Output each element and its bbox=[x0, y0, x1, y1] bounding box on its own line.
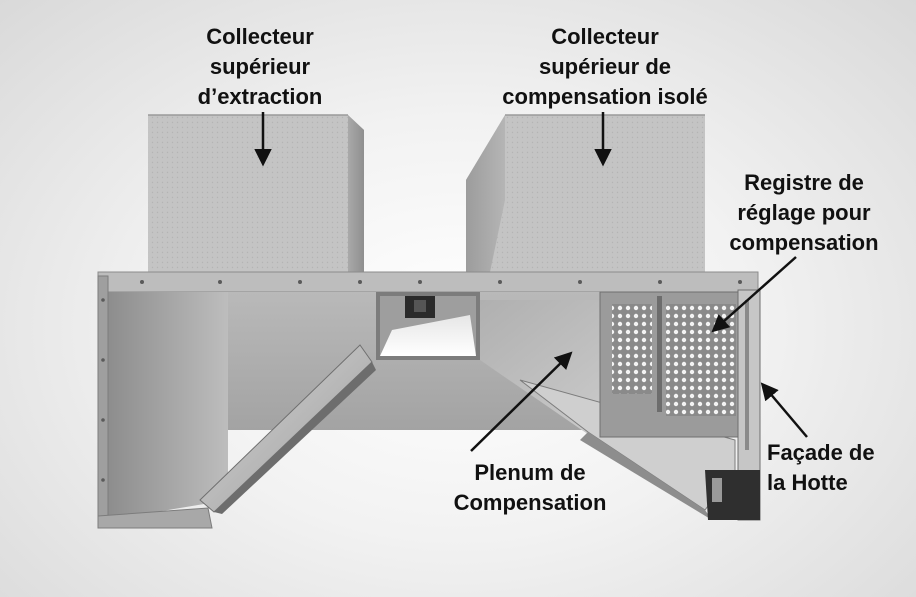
label-line: Collecteur bbox=[206, 24, 314, 49]
label-line: réglage pour bbox=[737, 200, 871, 225]
label-line: Collecteur bbox=[551, 24, 659, 49]
label-line: d’extraction bbox=[197, 84, 323, 109]
label-line: Plenum de bbox=[474, 460, 586, 485]
label-compensation-plenum: Plenum de Compensation bbox=[430, 458, 630, 518]
label-hood-facade: Façade de la Hotte bbox=[767, 438, 907, 498]
label-line: compensation isolé bbox=[502, 84, 708, 109]
arrow-compensation-plenum bbox=[470, 351, 573, 452]
label-line: supérieur bbox=[209, 54, 311, 79]
arrow-adjustment-register bbox=[711, 256, 797, 333]
annotation-arrows bbox=[254, 112, 808, 452]
hood-facade bbox=[705, 289, 761, 521]
hood-body bbox=[97, 271, 761, 529]
label-line: Compensation bbox=[453, 490, 607, 515]
register-panels bbox=[599, 291, 746, 438]
label-line: supérieur de bbox=[538, 54, 672, 79]
label-extraction-collector: Collecteur supérieur d’extraction bbox=[160, 22, 360, 112]
label-adjustment-register: Registre de réglage pour compensation bbox=[704, 168, 904, 258]
label-line: Façade de bbox=[767, 440, 875, 465]
label-compensation-collector: Collecteur supérieur de compensation iso… bbox=[470, 22, 740, 112]
label-line: la Hotte bbox=[767, 470, 848, 495]
label-line: Registre de bbox=[744, 170, 864, 195]
arrow-hood-facade bbox=[760, 382, 808, 438]
extraction-collector-duct bbox=[148, 114, 364, 272]
label-line: compensation bbox=[729, 230, 879, 255]
compensation-collector-duct bbox=[466, 114, 705, 272]
